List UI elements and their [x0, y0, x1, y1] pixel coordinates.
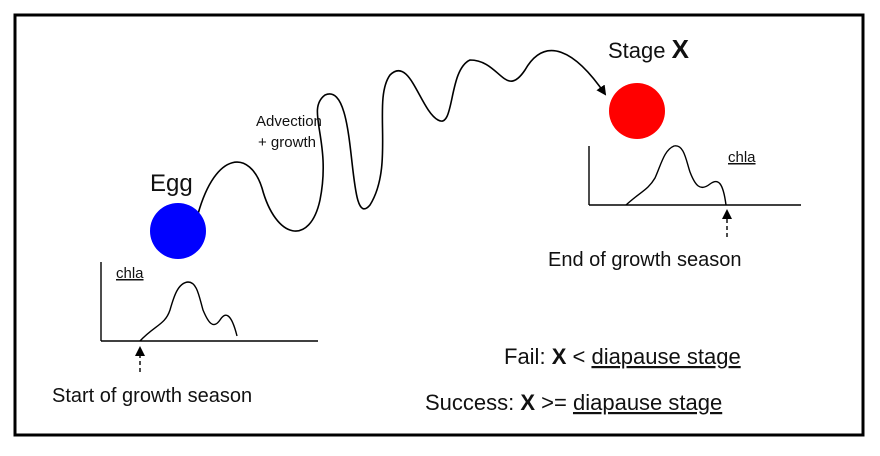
success-condition: Success: X >= diapause stage	[425, 390, 722, 415]
success-operator: >=	[535, 390, 573, 415]
advection-label: Advection	[256, 113, 322, 130]
success-variable: X	[520, 390, 535, 415]
outer-border	[13, 13, 865, 437]
stage-x-marker	[609, 83, 665, 139]
stage-x-label: Stage X	[608, 34, 690, 64]
right-chla-curve	[625, 145, 727, 206]
start-of-season-label: Start of growth season	[52, 385, 252, 407]
advection-growth-trajectory	[197, 49, 607, 232]
fail-condition: Fail: X < diapause stage	[504, 344, 741, 369]
left-chla-plot: chla Start of growth season	[52, 262, 318, 407]
fail-term: diapause stage	[591, 344, 740, 369]
growth-label: + growth	[258, 134, 316, 151]
success-term: diapause stage	[573, 390, 722, 415]
fail-prefix: Fail:	[504, 344, 552, 369]
egg-label: Egg	[150, 170, 193, 197]
end-of-season-label: End of growth season	[548, 249, 741, 271]
fail-variable: X	[552, 344, 567, 369]
stage-prefix: Stage	[608, 38, 672, 63]
left-plot-ylabel: chla	[116, 265, 144, 282]
egg-marker	[150, 203, 206, 259]
right-plot-ylabel: chla	[728, 149, 756, 166]
left-chla-curve	[139, 281, 238, 342]
success-prefix: Success:	[425, 390, 520, 415]
stage-variable: X	[672, 34, 690, 64]
fail-operator: <	[566, 344, 591, 369]
right-chla-plot: chla End of growth season	[548, 145, 801, 271]
